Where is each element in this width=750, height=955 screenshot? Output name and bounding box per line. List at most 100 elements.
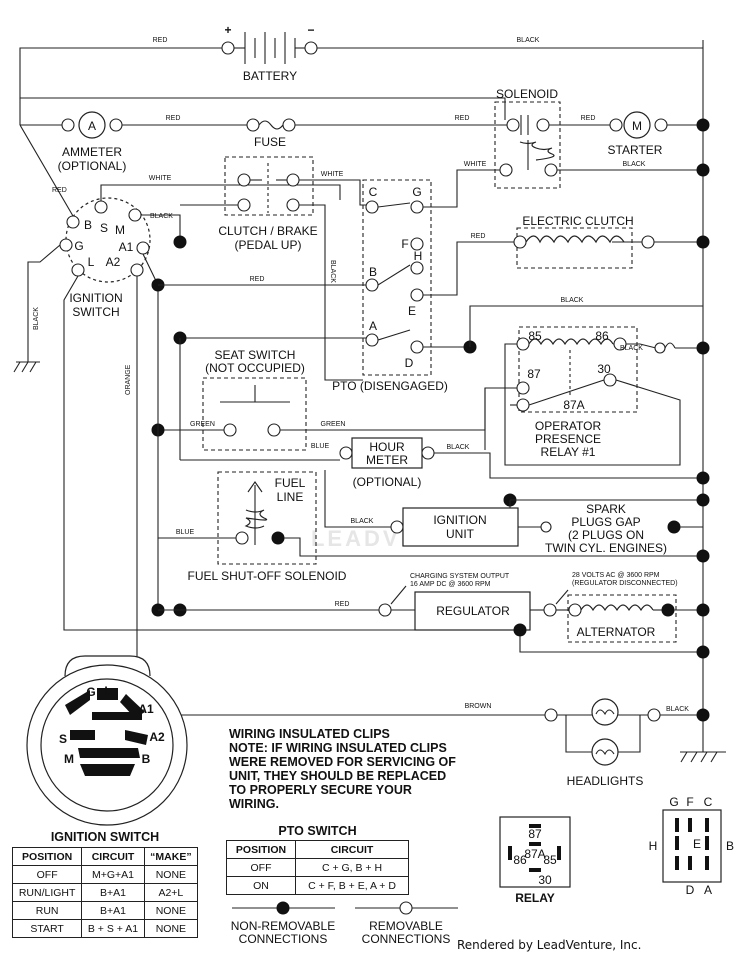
ac-output-2: (REGULATOR DISCONNECTED) bbox=[572, 580, 678, 587]
svg-text:E: E bbox=[693, 837, 701, 851]
svg-text:85: 85 bbox=[543, 853, 557, 867]
ignition-switch-label: IGNITION bbox=[69, 291, 122, 305]
wire-label-black: BLACK bbox=[517, 37, 540, 44]
ac-output-1: 28 VOLTS AC @ 3600 RPM bbox=[572, 572, 660, 579]
svg-text:B: B bbox=[84, 218, 92, 232]
headlights-label: HEADLIGHTS bbox=[567, 774, 644, 788]
seat-switch-label: SEAT SWITCH bbox=[215, 348, 296, 362]
solenoid: SOLENOID bbox=[494, 87, 561, 189]
relay-label-3: RELAY #1 bbox=[541, 445, 596, 459]
svg-text:BROWN: BROWN bbox=[465, 703, 492, 710]
note-prefix: NOTE: bbox=[229, 741, 268, 755]
relay-label-1: OPERATOR bbox=[535, 419, 602, 433]
svg-text:RED: RED bbox=[166, 115, 181, 122]
charging-output-1: CHARGING SYSTEM OUTPUT bbox=[410, 573, 510, 580]
table-row: OFF M+G+A1 NONE bbox=[11, 865, 199, 884]
svg-text:GREEN: GREEN bbox=[321, 421, 346, 428]
charging-output-2: 16 AMP DC @ 3600 RPM bbox=[410, 581, 491, 588]
regulator-label: REGULATOR bbox=[436, 604, 510, 618]
starter-symbol: M bbox=[632, 119, 642, 133]
svg-text:86: 86 bbox=[595, 329, 609, 343]
ammeter-symbol: A bbox=[88, 119, 96, 133]
pto-face: G F C H B E D A bbox=[649, 795, 734, 897]
svg-text:B: B bbox=[726, 839, 734, 853]
headlights: HEADLIGHTS bbox=[544, 698, 661, 788]
ammeter: A AMMETER (OPTIONAL) bbox=[58, 111, 127, 173]
hour-meter-label-1: HOUR bbox=[369, 440, 405, 454]
legend: NON-REMOVABLE CONNECTIONS REMOVABLE CONN… bbox=[231, 901, 458, 946]
wiring-note: WIRING INSULATED CLIPS NOTE: IF WIRING I… bbox=[229, 727, 459, 811]
pto-switch-table: POSITION CIRCUIT OFF C + G, B + H ON C +… bbox=[225, 840, 409, 895]
svg-text:30: 30 bbox=[538, 873, 552, 887]
seat-switch-note: (NOT OCCUPIED) bbox=[205, 361, 305, 375]
svg-text:A2: A2 bbox=[149, 730, 165, 744]
svg-text:C: C bbox=[704, 795, 713, 809]
hour-meter-label-2: METER bbox=[366, 453, 408, 467]
battery: + − BATTERY bbox=[221, 23, 318, 83]
svg-text:ORANGE: ORANGE bbox=[125, 364, 132, 395]
svg-text:B: B bbox=[369, 265, 377, 279]
hour-meter-note: (OPTIONAL) bbox=[353, 475, 422, 489]
table-row: START B + S + A1 NONE bbox=[11, 919, 199, 938]
svg-text:86: 86 bbox=[513, 853, 527, 867]
spark-plugs-label-3: (2 PLUGS ON bbox=[568, 528, 644, 542]
svg-text:A2: A2 bbox=[106, 255, 121, 269]
svg-text:30: 30 bbox=[597, 362, 611, 376]
table-row: ON C + F, B + E, A + D bbox=[225, 876, 409, 895]
svg-text:H: H bbox=[414, 249, 423, 263]
relay-face: 87 86 87A 85 30 RELAY bbox=[499, 816, 571, 905]
svg-text:S: S bbox=[59, 732, 67, 746]
svg-text:F: F bbox=[401, 237, 408, 251]
spark-plugs: SPARK PLUGS GAP (2 PLUGS ON TWIN CYL. EN… bbox=[545, 502, 667, 555]
svg-text:WHITE: WHITE bbox=[321, 171, 344, 178]
pto-switch: C G F H B E A D PTO (DISENGAGED) bbox=[332, 179, 448, 393]
spark-plugs-label-2: PLUGS GAP bbox=[571, 515, 640, 529]
relay-label-2: PRESENCE bbox=[535, 432, 601, 446]
svg-text:S: S bbox=[100, 221, 108, 235]
svg-text:A1: A1 bbox=[138, 702, 154, 716]
svg-text:85: 85 bbox=[528, 329, 542, 343]
svg-text:L: L bbox=[88, 255, 95, 269]
svg-text:RED: RED bbox=[250, 276, 265, 283]
legend-non-removable-1: NON-REMOVABLE bbox=[231, 919, 335, 933]
svg-text:SWITCH: SWITCH bbox=[72, 305, 119, 319]
svg-text:RED: RED bbox=[335, 601, 350, 608]
ignition-switch-table-title: IGNITION SWITCH bbox=[50, 830, 160, 844]
svg-text:BLACK: BLACK bbox=[351, 518, 374, 525]
ignition-switch: B S M G A1 L A2 IGNITION SWITCH bbox=[59, 197, 151, 319]
alternator-label: ALTERNATOR bbox=[577, 625, 656, 639]
svg-text:BLACK: BLACK bbox=[666, 706, 689, 713]
fuse-label: FUSE bbox=[254, 135, 286, 149]
svg-text:WHITE: WHITE bbox=[464, 161, 487, 168]
ammeter-note: (OPTIONAL) bbox=[58, 159, 127, 173]
ignition-switch-table-panel: IGNITION SWITCH POSITION CIRCUIT “MAKE” … bbox=[11, 830, 199, 938]
svg-text:C: C bbox=[369, 185, 378, 199]
svg-text:BLUE: BLUE bbox=[176, 529, 195, 536]
table-row: OFF C + G, B + H bbox=[225, 858, 409, 877]
battery-minus: − bbox=[307, 23, 314, 37]
fuel-solenoid-label: FUEL SHUT-OFF SOLENOID bbox=[188, 569, 347, 583]
svg-text:D: D bbox=[405, 356, 414, 370]
relay-face-label: RELAY bbox=[515, 891, 555, 905]
legend-non-removable-2: CONNECTIONS bbox=[239, 932, 328, 946]
seat-switch: SEAT SWITCH (NOT OCCUPIED) bbox=[202, 348, 307, 451]
svg-text:M: M bbox=[115, 223, 125, 237]
starter: M STARTER bbox=[608, 111, 668, 157]
fuel-shutoff-solenoid: FUEL LINE FUEL SHUT-OFF SOLENOID bbox=[188, 471, 347, 583]
svg-text:F: F bbox=[686, 795, 693, 809]
svg-text:D: D bbox=[686, 883, 695, 897]
fuse: FUSE bbox=[246, 118, 296, 149]
ammeter-label: AMMETER bbox=[62, 145, 122, 159]
svg-text:A: A bbox=[369, 319, 377, 333]
svg-text:87: 87 bbox=[528, 827, 542, 841]
svg-text:87: 87 bbox=[527, 367, 541, 381]
svg-text:BLACK: BLACK bbox=[150, 213, 173, 220]
table-header-row: POSITION CIRCUIT “MAKE” bbox=[11, 847, 199, 866]
regulator: REGULATOR bbox=[414, 591, 531, 631]
pto-switch-table-title: PTO SWITCH bbox=[278, 824, 357, 838]
ignition-switch-face: G L A1 A2 S M B bbox=[26, 655, 188, 826]
svg-text:G: G bbox=[669, 795, 678, 809]
hour-meter: HOUR METER (OPTIONAL) bbox=[339, 437, 435, 489]
ignition-switch-table: POSITION CIRCUIT “MAKE” OFF M+G+A1 NONE … bbox=[11, 847, 199, 938]
